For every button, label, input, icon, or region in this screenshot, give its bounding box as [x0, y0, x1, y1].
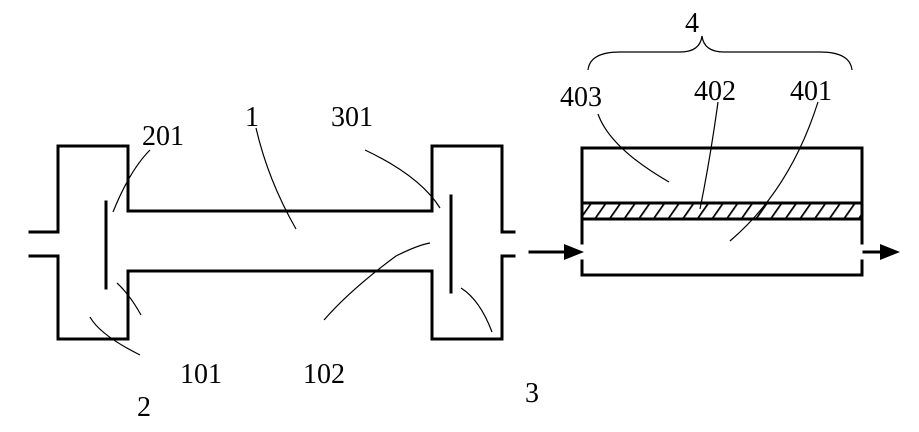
label-403: 403 [560, 82, 602, 113]
label-2: 2 [137, 392, 151, 423]
label-101: 101 [180, 359, 222, 390]
label-402: 402 [694, 76, 736, 107]
label-3: 3 [525, 378, 539, 409]
inlet-arrow [530, 244, 584, 260]
chamber-2 [30, 146, 128, 339]
leader-lines [90, 102, 818, 355]
tube-1 [128, 211, 432, 271]
label-4: 4 [685, 8, 699, 39]
layer-402 [582, 203, 862, 219]
label-201: 201 [142, 121, 184, 152]
brace-4 [588, 36, 852, 70]
label-401: 401 [790, 76, 832, 107]
label-102: 102 [303, 359, 345, 390]
label-1: 1 [245, 102, 259, 133]
label-301: 301 [331, 102, 373, 133]
outlet-arrow [864, 244, 900, 260]
chamber-3 [432, 146, 514, 339]
